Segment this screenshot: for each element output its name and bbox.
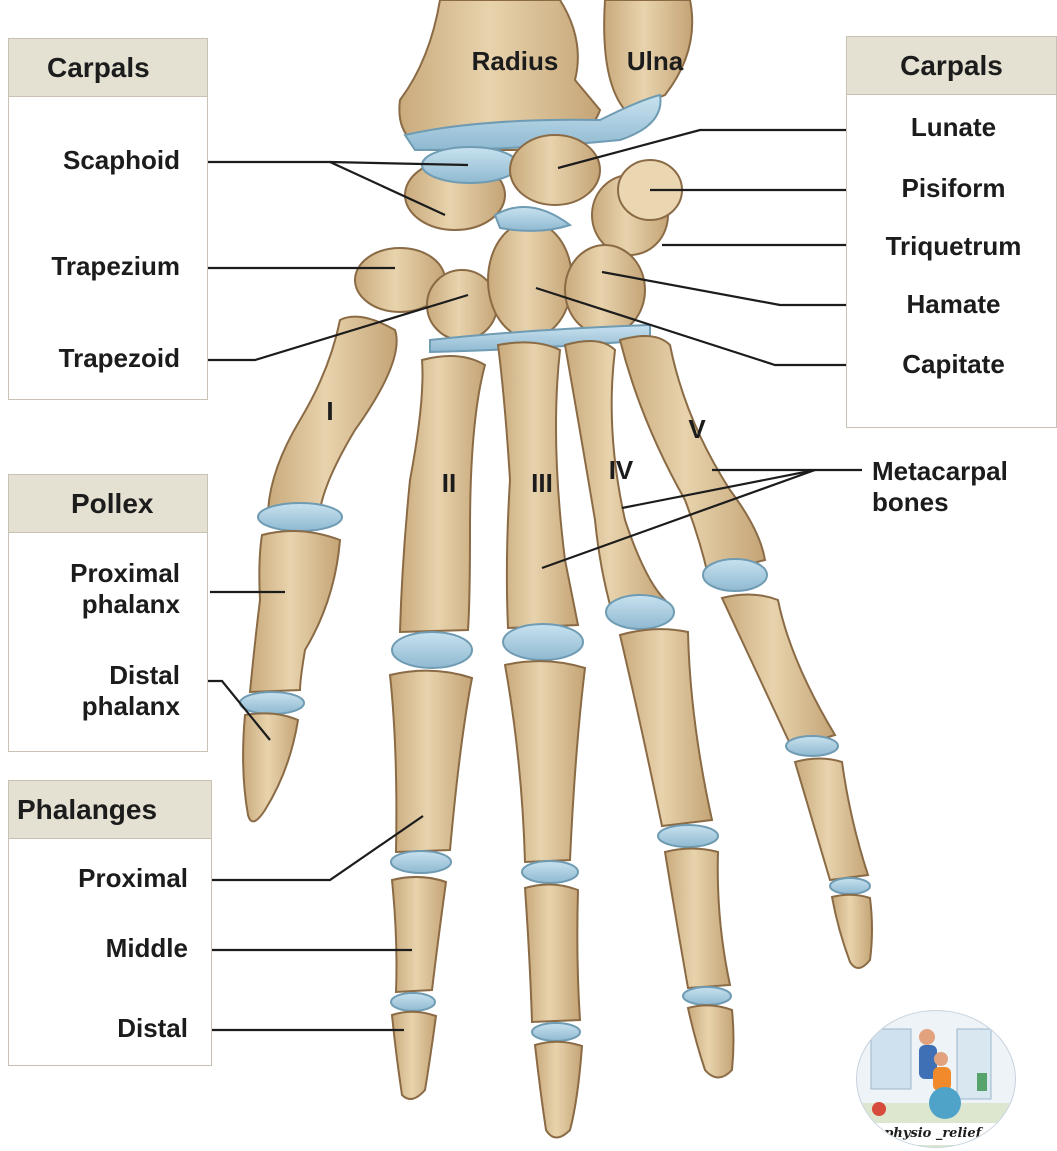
label-pollex-distal-line2: phalanx — [81, 691, 180, 722]
label-phalanx-middle: Middle — [105, 933, 188, 963]
thumb-mcp-cartilage — [257, 502, 343, 532]
label-pollex-proximal-line2: phalanx — [81, 589, 180, 620]
label-metacarpal-line1: Metacarpal — [872, 456, 1008, 486]
finger-II-proximal — [388, 669, 474, 854]
physiotherapy-logo-icon: physio _relief_ — [856, 1010, 1016, 1148]
finger-IV-middle — [663, 847, 732, 990]
finger-IV-pip-cartilage — [657, 824, 719, 848]
label-scaphoid: Scaphoid — [62, 145, 180, 175]
label-phalanx-distal: Distal — [117, 1013, 188, 1043]
numeral-II: II — [441, 468, 457, 498]
finger-III-proximal — [503, 660, 587, 864]
leader-capitate — [535, 286, 862, 367]
pollex-box: Pollex — [8, 474, 208, 752]
thumb-distal-phalanx — [242, 712, 300, 823]
label-pollex-proximal: Proximal phalanx — [10, 558, 180, 620]
finger-V-middle — [793, 757, 870, 882]
finger-V-proximal — [720, 593, 837, 750]
label-radius: Radius — [471, 46, 559, 76]
finger-II-middle — [390, 876, 448, 994]
finger-II-bones — [388, 355, 487, 1100]
finger-V-pip-cartilage — [785, 735, 839, 757]
leader-lunate — [557, 128, 862, 170]
leader-metacarpal-b — [621, 468, 816, 510]
leader-phalanx-proximal — [200, 815, 424, 882]
capitate-cartilage — [493, 206, 573, 232]
pollex-title: Pollex — [9, 475, 207, 533]
thumb-proximal-phalanx — [248, 530, 342, 694]
logo-text: physio _relief_ — [857, 1123, 1015, 1145]
metacarpal-V — [618, 335, 767, 577]
metacarpal-IV — [563, 340, 667, 614]
thumb-bones — [239, 315, 398, 823]
finger-III-bones — [496, 341, 587, 1139]
numeral-I: I — [326, 396, 334, 426]
finger-IV-dip-cartilage — [682, 986, 732, 1006]
label-pollex-distal-line1: Distal — [109, 660, 180, 690]
finger-II-dip-cartilage — [390, 992, 436, 1012]
label-metacarpal-bones: Metacarpal bones — [872, 456, 1052, 518]
label-ulna: Ulna — [626, 46, 684, 76]
lunate-bone — [509, 134, 601, 206]
finger-IV-mcp-cartilage — [605, 594, 675, 630]
label-pisiform: Pisiform — [901, 173, 1006, 203]
finger-V-bones — [618, 335, 873, 969]
hamate-bone — [564, 244, 646, 336]
leader-metacarpal-c — [541, 468, 816, 570]
metacarpal-I — [266, 315, 398, 514]
finger-IV-distal — [686, 1004, 735, 1079]
label-lunate: Lunate — [910, 112, 997, 142]
phalanges-box: Phalanges — [8, 780, 212, 1066]
leader-hamate — [601, 270, 862, 307]
numeral-III: III — [531, 468, 553, 498]
ulna-bone — [603, 0, 694, 112]
finger-III-middle — [523, 883, 582, 1024]
carpals-left-title: Carpals — [9, 39, 207, 97]
capitate-bone — [487, 221, 573, 339]
forearm-bones — [398, 0, 694, 152]
finger-IV-proximal — [618, 628, 714, 828]
label-pollex-proximal-line1: Proximal — [70, 558, 180, 588]
metacarpal-III — [496, 341, 580, 630]
finger-II-pip-cartilage — [390, 850, 452, 874]
finger-V-mcp-cartilage — [702, 558, 768, 592]
metacarpal-II — [398, 355, 487, 634]
finger-II-mcp-cartilage — [391, 631, 473, 669]
finger-V-dip-cartilage — [829, 877, 871, 895]
numeral-V: V — [688, 414, 706, 444]
numeral-IV: IV — [608, 455, 634, 485]
thumb-ip-cartilage — [239, 691, 305, 715]
label-pollex-distal: Distal phalanx — [10, 660, 180, 722]
finger-IV-bones — [563, 340, 735, 1079]
finger-II-distal — [390, 1010, 438, 1100]
finger-V-distal — [830, 893, 873, 969]
phalanges-title: Phalanges — [9, 781, 211, 839]
label-hamate: Hamate — [906, 289, 1001, 319]
carpals-left-box: Carpals — [8, 38, 208, 400]
radius-cartilage — [403, 93, 662, 152]
finger-III-pip-cartilage — [521, 860, 579, 884]
carpals-right-title: Carpals — [847, 37, 1056, 95]
carpals-right-box: Carpals — [846, 36, 1057, 428]
label-trapezium: Trapezium — [51, 251, 180, 281]
label-metacarpal-line2: bones — [872, 487, 949, 518]
carpal-bones — [354, 134, 683, 354]
label-capitate: Capitate — [902, 349, 1005, 379]
leader-scaphoid-b — [329, 160, 469, 167]
label-trapezoid: Trapezoid — [58, 343, 180, 373]
finger-III-dip-cartilage — [531, 1022, 581, 1042]
leader-trapezoid — [192, 293, 469, 362]
label-phalanx-proximal: Proximal — [78, 863, 188, 893]
finger-III-mcp-cartilage — [502, 623, 584, 661]
label-triquetrum: Triquetrum — [885, 231, 1022, 261]
finger-III-distal — [533, 1040, 584, 1139]
